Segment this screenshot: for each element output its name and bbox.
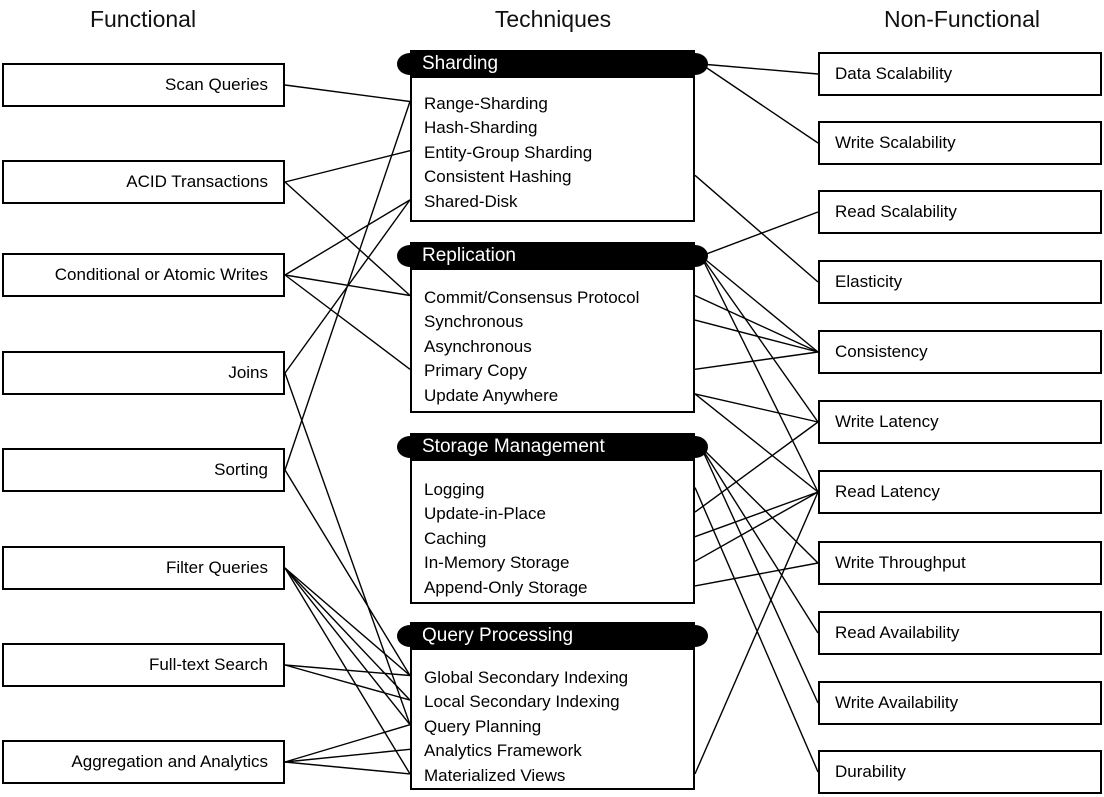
edge-sharding--data-scalability <box>700 63 819 75</box>
edge-joins--shared-disk <box>284 199 411 374</box>
nonfunctional-req-write-availability: Write Availability <box>818 681 1102 725</box>
connector-dot-right-storage-management <box>682 436 708 458</box>
edge-in-memory-storage--read-latency <box>694 491 819 562</box>
column-title-nonfunctional: Non-Functional <box>884 6 1040 32</box>
technique-item-range-sharding: Range-Sharding <box>424 93 548 113</box>
technique-item-append-only-storage: Append-Only Storage <box>424 577 588 597</box>
nonfunctional-req-write-latency: Write Latency <box>818 400 1102 444</box>
edge-aggregation-and-analytics--analytics-framework <box>284 748 411 763</box>
edge-filter-queries--local-secondary-indexing <box>284 567 411 701</box>
connector-dot-right-query-processing <box>682 625 708 647</box>
technique-item-hash-sharding: Hash-Sharding <box>424 118 538 138</box>
edge-commit-consensus-protocol--consistency <box>694 294 819 353</box>
technique-item-global-secondary-indexing: Global Secondary Indexing <box>424 667 629 687</box>
technique-item-consistent-hashing: Consistent Hashing <box>424 167 572 187</box>
edge-logging--durability <box>694 487 819 773</box>
technique-group-header-storage-management: Storage Management <box>410 433 695 461</box>
edge-materialized-views--read-latency <box>694 491 819 775</box>
technique-group-header-sharding: Sharding <box>410 50 695 78</box>
connector-dot-left-query-processing <box>397 625 423 647</box>
edge-sharding--write-scalability <box>700 63 819 144</box>
functional-req-acid-transactions: ACID Transactions <box>2 160 285 204</box>
functional-req-full-text-search: Full-text Search <box>2 643 285 687</box>
edge-synchronous--consistency <box>694 319 819 353</box>
functional-req-aggregation-and-analytics: Aggregation and Analytics <box>2 740 285 784</box>
technique-item-commit-consensus-protocol: Commit/Consensus Protocol <box>424 287 640 307</box>
nonfunctional-req-read-scalability: Read Scalability <box>818 190 1102 234</box>
edge-scan-queries--range-sharding <box>284 84 411 103</box>
column-title-techniques: Techniques <box>494 6 612 32</box>
nonfunctional-req-read-latency: Read Latency <box>818 470 1102 514</box>
edge-caching--read-latency <box>694 491 819 538</box>
technique-item-shared-disk: Shared-Disk <box>424 191 518 211</box>
edge-full-text-search--global-secondary-indexing <box>284 664 411 677</box>
edge-update-in-place--write-latency <box>694 421 819 513</box>
edge-acid-transactions--entity-group-sharding <box>284 150 411 183</box>
edge-update-anywhere--read-latency <box>694 393 819 493</box>
edge-sorting--global-secondary-indexing <box>284 469 411 676</box>
functional-req-conditional-or-atomic-writes: Conditional or Atomic Writes <box>2 253 285 297</box>
technique-item-logging: Logging <box>424 479 485 499</box>
technique-group-header-replication: Replication <box>410 242 695 270</box>
edge-replication--consistency <box>700 255 819 353</box>
edge-conditional-or-atomic-writes--primary-copy <box>284 274 411 370</box>
technique-item-materialized-views: Materialized Views <box>424 765 566 785</box>
nonfunctional-req-read-availability: Read Availability <box>818 611 1102 655</box>
edge-acid-transactions--commit-consensus-protocol <box>284 181 411 297</box>
edge-full-text-search--local-secondary-indexing <box>284 664 411 701</box>
technique-item-local-secondary-indexing: Local Secondary Indexing <box>424 692 620 712</box>
edge-filter-queries--global-secondary-indexing <box>284 567 411 677</box>
functional-req-scan-queries: Scan Queries <box>2 63 285 107</box>
column-title-functional: Functional <box>89 6 197 32</box>
technique-item-query-planning: Query Planning <box>424 716 542 736</box>
edge-replication--read-scalability <box>700 211 819 257</box>
edge-aggregation-and-analytics--query-planning <box>284 724 411 763</box>
technique-group-header-query-processing: Query Processing <box>410 622 695 650</box>
technique-item-entity-group-sharding: Entity-Group Sharding <box>424 142 593 162</box>
edge-storage-management--read-availability <box>700 446 819 634</box>
connector-dot-left-replication <box>397 245 423 267</box>
nonfunctional-req-data-scalability: Data Scalability <box>818 52 1102 96</box>
nonfunctional-req-write-scalability: Write Scalability <box>818 121 1102 165</box>
nonfunctional-req-durability: Durability <box>818 750 1102 794</box>
technique-item-synchronous: Synchronous <box>424 312 524 332</box>
technique-item-update-anywhere: Update Anywhere <box>424 385 559 405</box>
edge-aggregation-and-analytics--materialized-views <box>284 761 411 775</box>
edge-consistent-hashing--elasticity <box>694 174 819 283</box>
technique-item-in-memory-storage: In-Memory Storage <box>424 553 570 573</box>
technique-item-analytics-framework: Analytics Framework <box>424 741 582 761</box>
connector-dot-right-sharding <box>682 53 708 75</box>
edge-primary-copy--consistency <box>694 351 819 370</box>
functional-req-filter-queries: Filter Queries <box>2 546 285 590</box>
edge-replication--write-latency <box>700 255 819 423</box>
functional-req-joins: Joins <box>2 351 285 395</box>
connector-dot-left-storage-management <box>397 436 423 458</box>
edge-conditional-or-atomic-writes--shared-disk <box>284 199 411 276</box>
nonfunctional-req-write-throughput: Write Throughput <box>818 541 1102 585</box>
functional-req-sorting: Sorting <box>2 448 285 492</box>
edge-filter-queries--query-planning <box>284 567 411 726</box>
edge-update-anywhere--write-latency <box>694 393 819 423</box>
edge-storage-management--write-availability <box>700 446 819 704</box>
technique-item-primary-copy: Primary Copy <box>424 361 527 381</box>
connector-dot-left-sharding <box>397 53 423 75</box>
edge-append-only-storage--write-throughput <box>694 562 819 587</box>
edge-replication--read-latency <box>700 255 819 493</box>
edge-storage-management--write-throughput <box>700 446 819 564</box>
connector-dot-right-replication <box>682 245 708 267</box>
technique-item-update-in-place: Update-in-Place <box>424 504 546 524</box>
technique-item-caching: Caching <box>424 528 487 548</box>
edge-conditional-or-atomic-writes--commit-consensus-protocol <box>284 274 411 297</box>
nonfunctional-req-consistency: Consistency <box>818 330 1102 374</box>
edge-joins--query-planning <box>284 372 411 725</box>
nonfunctional-req-elasticity: Elasticity <box>818 260 1102 304</box>
technique-item-asynchronous: Asynchronous <box>424 336 532 356</box>
